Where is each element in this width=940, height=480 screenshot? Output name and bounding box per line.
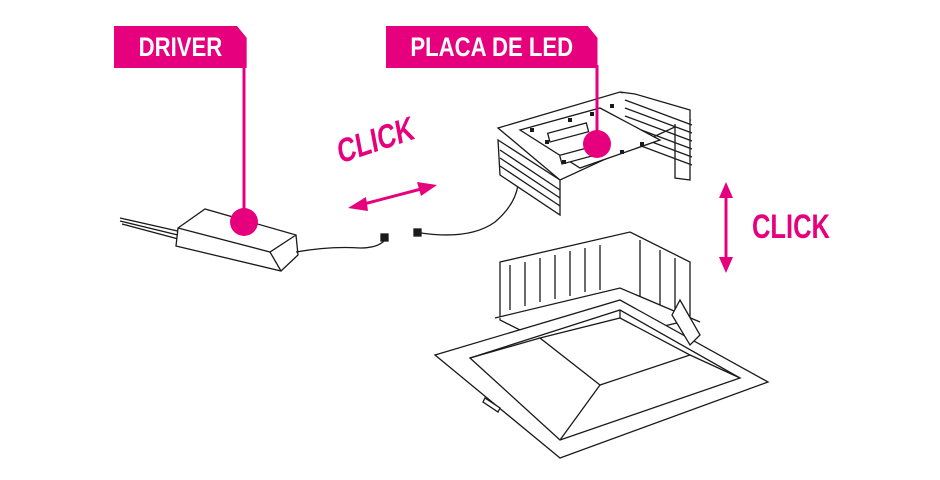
led-plate-label: PLACA DE LED	[386, 26, 598, 68]
driver-label: DRIVER	[114, 26, 247, 68]
vertical-double-arrow-icon	[719, 182, 733, 273]
driver-unit	[119, 184, 519, 272]
downlight-housing	[433, 231, 770, 459]
horizontal-double-arrow-icon	[348, 182, 437, 211]
callout-pointers	[230, 60, 611, 236]
click-vertical-text: CLICK	[752, 208, 830, 246]
